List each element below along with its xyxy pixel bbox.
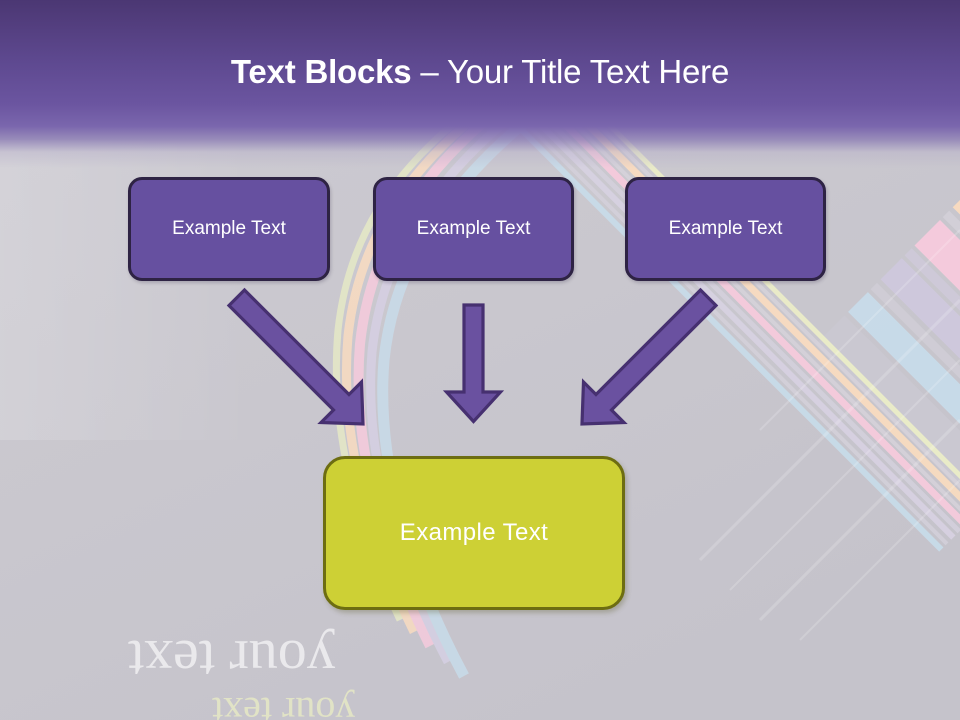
result-block[interactable]: Example Text: [323, 456, 625, 610]
text-block-1[interactable]: Example Text: [128, 177, 330, 281]
arrow-down-icon: [442, 303, 505, 424]
text-block-3[interactable]: Example Text: [625, 177, 826, 281]
arrow-down-left-icon: [580, 287, 719, 426]
watermark-line-2: your text: [212, 689, 356, 720]
result-block-label: Example Text: [399, 519, 549, 546]
page-title-separator: –: [411, 53, 447, 90]
text-block-3-label: Example Text: [668, 218, 783, 239]
page-title: Text Blocks – Your Title Text Here: [0, 52, 960, 92]
page-title-rest: Your Title Text Here: [446, 53, 730, 90]
watermark-line-1: your text: [128, 628, 336, 693]
page-title-bold: Text Blocks: [230, 53, 412, 90]
text-block-1-label: Example Text: [172, 218, 286, 239]
text-block-2-label: Example Text: [416, 218, 531, 239]
text-block-2[interactable]: Example Text: [373, 177, 574, 281]
arrow-down-right-icon: [226, 287, 365, 426]
